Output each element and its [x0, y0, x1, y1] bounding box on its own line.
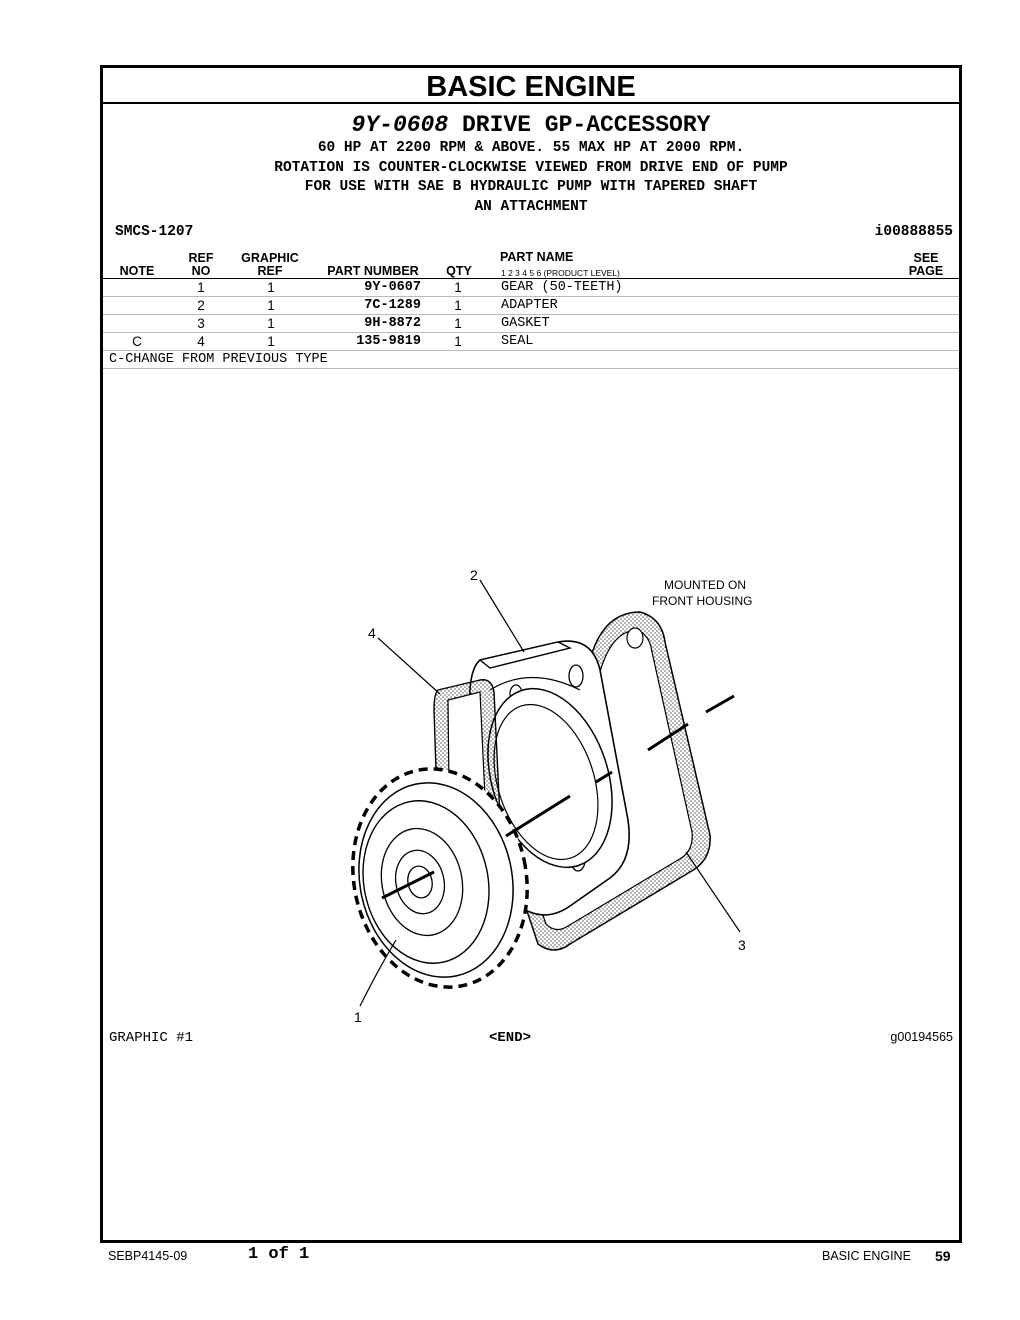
- row-ref: 1: [197, 280, 205, 295]
- callout-2: 2: [470, 567, 478, 583]
- row-ref: 3: [197, 316, 205, 331]
- footer-doc-number: SEBP4145-09: [108, 1249, 188, 1263]
- callout-1: 1: [354, 1009, 362, 1025]
- row-divider: [103, 350, 959, 351]
- col-part-name: PART NAME: [500, 250, 574, 264]
- leader-line-4: [377, 637, 441, 695]
- col-graphic: GRAPHIC REF: [235, 252, 305, 278]
- graphic-id: g00194565: [890, 1030, 953, 1044]
- shaft-centerline: [381, 694, 735, 900]
- row-qty: 1: [454, 334, 462, 349]
- group-title: 9Y-0608 DRIVE GP-ACCESSORY: [103, 112, 959, 138]
- callout-3: 3: [738, 937, 746, 953]
- exploded-parts-drawing: 2 4 3 1 MOUNTED ON FRONT HOUSING: [351, 567, 752, 1025]
- row-part-name: ADAPTER: [501, 298, 558, 313]
- footer-page-count: 1 of 1: [248, 1245, 310, 1264]
- col-qty: QTY: [446, 264, 472, 278]
- row-divider: [103, 296, 959, 297]
- row-qty: 1: [454, 280, 462, 295]
- group-desc-3: FOR USE WITH SAE B HYDRAULIC PUMP WITH T…: [304, 179, 758, 195]
- group-desc-1: 60 HP AT 2200 RPM & ABOVE. 55 MAX HP AT …: [317, 140, 745, 156]
- gear-part: [351, 767, 529, 989]
- row-qty: 1: [454, 298, 462, 313]
- row-graphic: 1: [267, 334, 275, 349]
- table-header-rule: [103, 278, 959, 279]
- col-see-bottom: PAGE: [908, 264, 944, 278]
- footer-page-number: 59: [935, 1248, 951, 1264]
- col-note: NOTE: [119, 264, 155, 278]
- row-graphic: 1: [267, 298, 275, 313]
- row-part-number: 135-9819: [356, 334, 421, 349]
- row-ref: 4: [197, 334, 205, 349]
- mounted-note-line2: FRONT HOUSING: [652, 594, 752, 608]
- col-ref-bottom: NO: [191, 264, 211, 278]
- row-divider: [103, 332, 959, 333]
- col-ref: REF NO: [183, 252, 219, 278]
- group-part-number: 9Y-0608: [351, 112, 449, 138]
- row-note: C: [132, 334, 142, 349]
- row-qty: 1: [454, 316, 462, 331]
- col-ref-top: REF: [188, 251, 214, 265]
- smcs-code: SMCS-1207: [115, 224, 194, 240]
- row-part-number: 7C-1289: [364, 298, 421, 313]
- page-frame: BASIC ENGINE 9Y-0608 DRIVE GP-ACCESSORY …: [100, 65, 962, 1243]
- col-graphic-bottom: REF: [257, 264, 283, 278]
- row-graphic: 1: [267, 280, 275, 295]
- change-note: C-CHANGE FROM PREVIOUS TYPE: [109, 352, 328, 367]
- col-part-number: PART NUMBER: [327, 264, 419, 278]
- leader-line-3: [685, 851, 741, 933]
- group-desc-2: ROTATION IS COUNTER-CLOCKWISE VIEWED FRO…: [274, 160, 788, 176]
- row-part-name: SEAL: [501, 334, 534, 349]
- end-marker: <END>: [489, 1030, 532, 1046]
- col-product-level: 1 2 3 4 5 6 (PRODUCT LEVEL): [501, 268, 620, 278]
- col-see-page: SEE PAGE: [903, 252, 949, 278]
- row-graphic: 1: [267, 316, 275, 331]
- row-divider: [103, 314, 959, 315]
- mounted-note-line1: MOUNTED ON: [664, 578, 746, 592]
- row-divider: [103, 368, 959, 369]
- row-part-number: 9Y-0607: [364, 280, 421, 295]
- callout-4: 4: [368, 625, 376, 641]
- row-part-name: GASKET: [501, 316, 550, 331]
- row-part-number: 9H-8872: [364, 316, 421, 331]
- leader-line-1: [359, 939, 397, 1007]
- col-see-top: SEE: [913, 251, 939, 265]
- section-title: BASIC ENGINE: [103, 68, 959, 104]
- leader-line-2: [479, 579, 525, 653]
- graphic-label: GRAPHIC #1: [109, 1030, 194, 1046]
- col-graphic-top: GRAPHIC: [241, 251, 299, 265]
- row-part-name: GEAR (50-TEETH): [501, 280, 623, 295]
- footer-section: BASIC ENGINE: [822, 1249, 911, 1263]
- row-ref: 2: [197, 298, 205, 313]
- group-name: DRIVE GP-ACCESSORY: [461, 112, 711, 138]
- group-desc-4: AN ATTACHMENT: [474, 199, 588, 215]
- info-id: i00888855: [874, 224, 953, 240]
